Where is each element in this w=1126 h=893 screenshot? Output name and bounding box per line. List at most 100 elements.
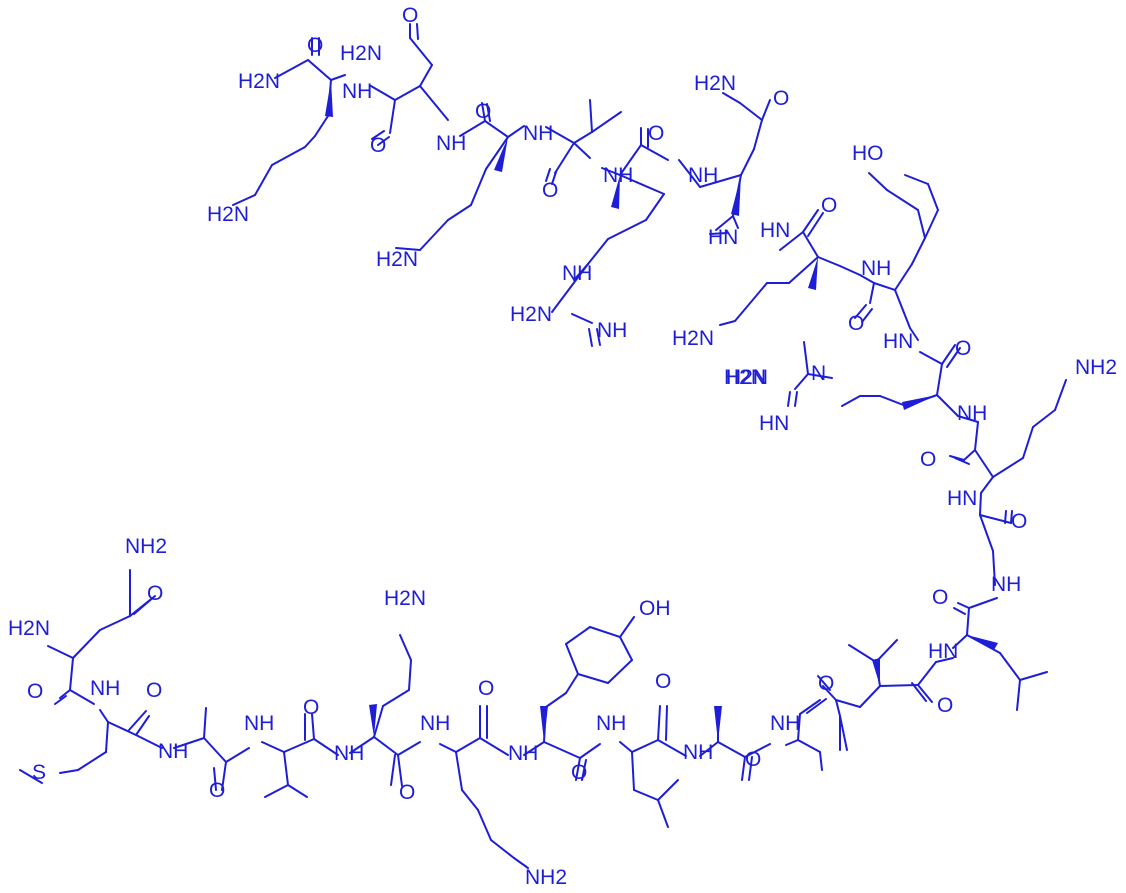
bond-line [740, 148, 755, 176]
atom-label: NH [90, 677, 120, 700]
bond-line [968, 597, 998, 609]
bond-line [588, 328, 593, 347]
bond-line [917, 661, 937, 686]
atom-label: H2N [672, 327, 714, 350]
bond-line [409, 37, 433, 66]
atom-label: NH [991, 573, 1021, 596]
bond-line [787, 391, 791, 407]
atom-label: H2N [8, 617, 50, 640]
atom-label: O [648, 122, 664, 145]
atom-label: NH [158, 740, 188, 763]
bond-line [479, 737, 509, 756]
bond-line [439, 743, 457, 753]
bond-line [105, 721, 109, 753]
bond-line [389, 99, 396, 134]
bond-line [481, 102, 486, 122]
atom-label: O [955, 337, 971, 360]
bond-line [819, 751, 823, 771]
bond-line [470, 168, 487, 206]
bond-line [678, 159, 701, 188]
bond-line [1010, 510, 1013, 524]
wedge-bond [494, 137, 508, 172]
bond-line [839, 715, 848, 751]
bond-line [803, 341, 809, 375]
wedge-bond [731, 175, 741, 216]
bond-line [927, 183, 939, 211]
bond-line [954, 457, 970, 465]
bond-line [54, 695, 67, 705]
atom-label: O [402, 4, 418, 27]
bond-line [19, 769, 43, 784]
bond-line [99, 709, 109, 723]
bond-line [69, 657, 74, 691]
atom-label: S [32, 761, 46, 784]
bond-line [957, 602, 970, 609]
bond-line [133, 595, 156, 615]
bond-line [753, 119, 763, 150]
bond-line [739, 102, 763, 121]
bond-line [732, 215, 739, 229]
bond-line [835, 699, 861, 708]
bond-line [992, 550, 996, 586]
atom-label: O [303, 696, 319, 719]
bond-line [394, 85, 421, 101]
atom-label: H2N [376, 248, 418, 271]
atom-labels: H2N O NH H2N O H2N O NH O NH H2N O NH NH… [8, 4, 1117, 889]
bond-line [587, 238, 609, 265]
bond-line [657, 705, 661, 741]
bond-line [879, 395, 907, 407]
bond-line [551, 263, 589, 313]
bond-line [806, 698, 827, 714]
bond-line [399, 634, 412, 661]
bond-line [924, 209, 939, 239]
bond-line [314, 115, 329, 137]
bond-line [47, 645, 74, 659]
bond-line [225, 747, 250, 763]
bond-line [873, 282, 896, 291]
bond-line [619, 741, 633, 753]
atom-label: H2N [340, 42, 382, 65]
bond-line [979, 514, 994, 552]
wedge-bond [902, 395, 937, 410]
bond-line [657, 779, 679, 801]
atom-label: O [1011, 510, 1027, 533]
bond-line [909, 327, 919, 341]
bond-line [551, 171, 557, 185]
bond-line [371, 130, 385, 140]
bond-line [817, 256, 841, 267]
wedge-bond [967, 635, 998, 650]
atom-label: NH2 [1075, 356, 1117, 379]
bond-line [571, 313, 593, 324]
bond-line [264, 784, 289, 798]
bond-line [455, 737, 481, 753]
atom-label: O [920, 448, 936, 471]
bond-line [274, 59, 309, 79]
bond-line [419, 219, 449, 251]
bond-line [486, 103, 491, 122]
bond-line [640, 144, 669, 161]
bond-line [377, 136, 390, 146]
atom-label: O [370, 134, 386, 157]
bond-line [397, 741, 421, 756]
atom-label: H2N [726, 366, 768, 389]
bond-line [886, 189, 919, 211]
bond-line [974, 421, 979, 451]
bond-line [794, 391, 798, 407]
bond-line [408, 659, 412, 691]
atom-label: NH2 [525, 866, 567, 889]
bond-line [879, 684, 919, 687]
bond-line [946, 347, 961, 368]
atom-label: NH [508, 742, 538, 765]
bond-line [936, 363, 943, 396]
bond-line [543, 741, 581, 759]
atom-label: NH [597, 319, 627, 342]
bond-line [1016, 679, 1021, 711]
bond-line [854, 304, 867, 319]
bond-line [859, 685, 881, 708]
atom-label: NH [334, 742, 364, 765]
bond-line [980, 476, 994, 494]
atom-label: HN [883, 330, 913, 353]
bond-line [619, 144, 642, 176]
bond-line [59, 769, 79, 774]
bond-line [974, 449, 994, 478]
